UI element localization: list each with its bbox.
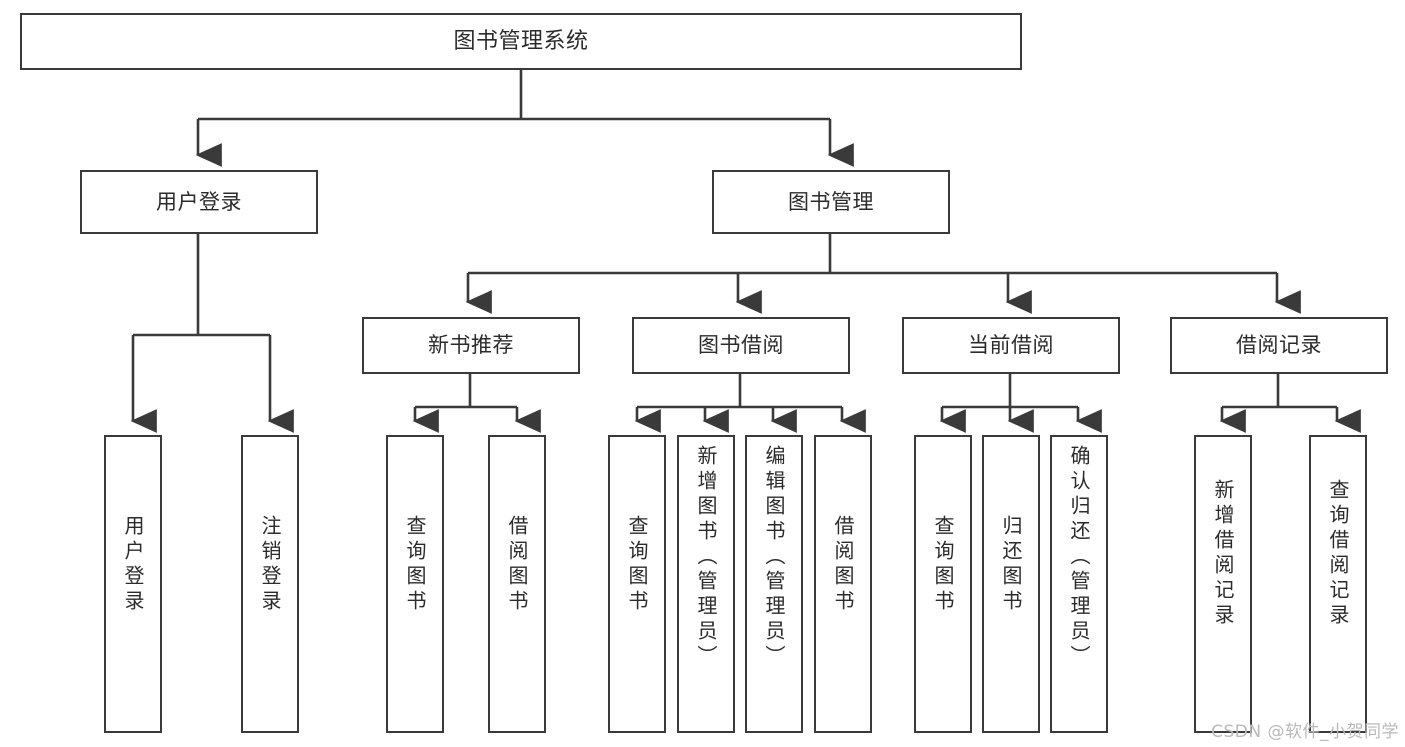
node-label: 当前借阅 — [968, 333, 1054, 358]
node-book-management[interactable]: 图书管理 — [712, 170, 950, 234]
node-label: 图书管理 — [788, 189, 874, 214]
node-label: 新书推荐 — [428, 333, 514, 358]
node-label: 图书管理系统 — [453, 28, 589, 54]
node-new-book-recommendation[interactable]: 新书推荐 — [362, 317, 580, 374]
leaf-query-books-current[interactable]: 查询图书 — [914, 435, 972, 733]
node-label: 查询图书 — [931, 515, 955, 615]
node-label: 查询图书 — [403, 515, 427, 615]
leaf-borrow-books-recommend[interactable]: 借阅图书 — [488, 435, 546, 733]
node-label: 用户登录 — [156, 189, 242, 214]
node-book-borrowing[interactable]: 图书借阅 — [632, 317, 850, 374]
leaf-add-book-admin[interactable]: 新增图书（管理员） — [677, 435, 735, 733]
node-label: 借阅图书 — [505, 515, 529, 615]
node-user-login[interactable]: 用户登录 — [80, 170, 318, 234]
leaf-user-login[interactable]: 用户登录 — [104, 435, 162, 733]
node-label: 新增借阅记录 — [1211, 479, 1235, 629]
csdn-watermark: CSDN @软件_小贺同学 — [1211, 722, 1399, 742]
leaf-edit-book-admin[interactable]: 编辑图书（管理员） — [745, 435, 803, 733]
leaf-logout[interactable]: 注销登录 — [241, 435, 299, 733]
node-label: 用户登录 — [121, 515, 145, 615]
node-current-borrowing[interactable]: 当前借阅 — [902, 317, 1120, 374]
node-label: 借阅记录 — [1236, 333, 1322, 358]
node-label: 注销登录 — [258, 515, 282, 615]
node-label: 图书借阅 — [698, 333, 784, 358]
node-label: 查询图书 — [625, 515, 649, 615]
leaf-query-borrow-record[interactable]: 查询借阅记录 — [1309, 435, 1367, 733]
leaf-query-books-recommend[interactable]: 查询图书 — [386, 435, 444, 733]
leaf-add-borrow-record[interactable]: 新增借阅记录 — [1194, 435, 1252, 733]
node-root-library-system[interactable]: 图书管理系统 — [20, 13, 1022, 70]
node-label: 归还图书 — [999, 515, 1023, 615]
node-label: 查询借阅记录 — [1326, 479, 1350, 629]
leaf-return-books[interactable]: 归还图书 — [982, 435, 1040, 733]
leaf-query-books-borrow[interactable]: 查询图书 — [608, 435, 666, 733]
node-label: 借阅图书 — [831, 515, 855, 615]
node-label: 新增图书（管理员） — [694, 445, 718, 670]
leaf-confirm-return-admin[interactable]: 确认归还（管理员） — [1050, 435, 1108, 733]
node-label: 编辑图书（管理员） — [762, 445, 786, 670]
node-label: 确认归还（管理员） — [1067, 445, 1091, 670]
leaf-borrow-books[interactable]: 借阅图书 — [814, 435, 872, 733]
node-borrow-records[interactable]: 借阅记录 — [1170, 317, 1388, 374]
